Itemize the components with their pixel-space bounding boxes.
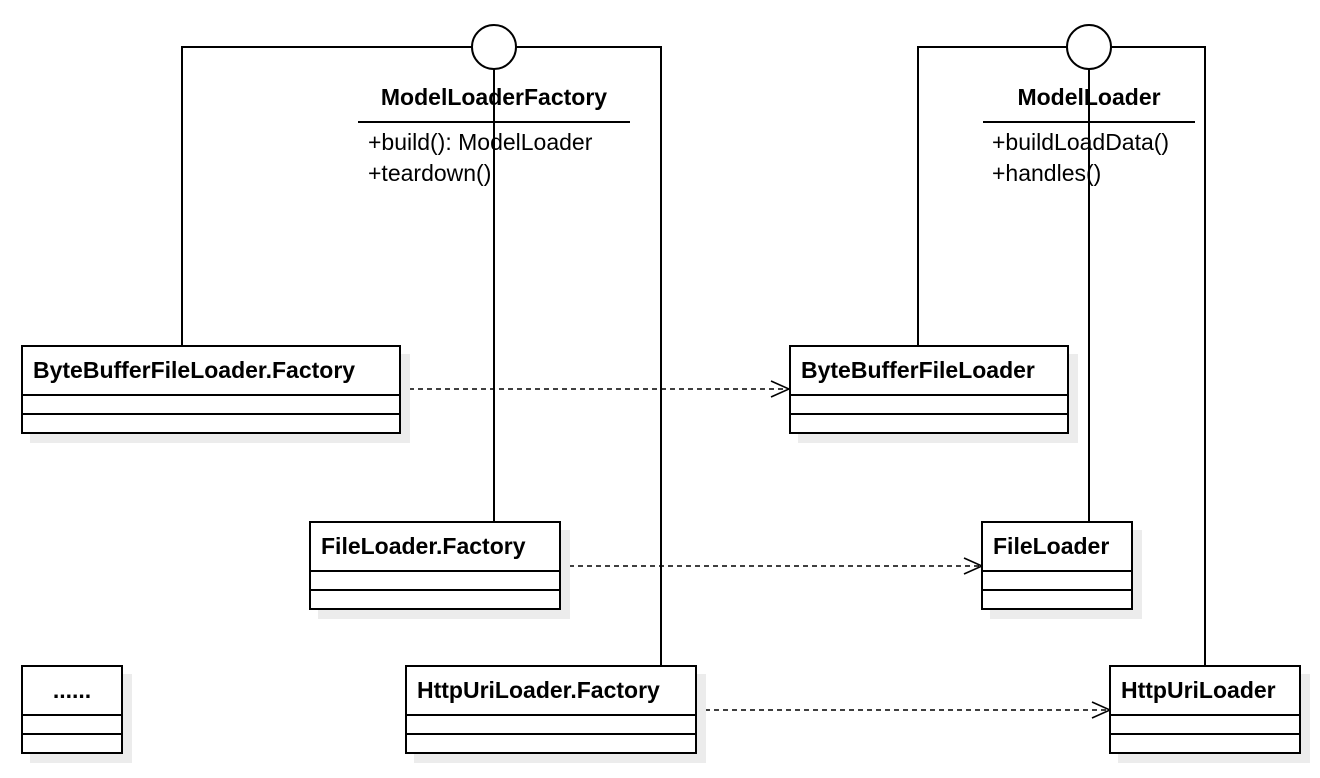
class-name: FileLoader.Factory <box>311 523 559 572</box>
attributes-compartment <box>23 716 121 735</box>
operations-compartment <box>407 735 695 751</box>
class-name: ...... <box>23 667 121 716</box>
modelloader-separator <box>983 121 1195 123</box>
class-name: FileLoader <box>983 523 1131 572</box>
modelloader-interface-name: ModelLoader <box>1017 84 1161 110</box>
attributes-compartment <box>1111 716 1299 735</box>
modelloader-op-handles: +handles() <box>992 160 1102 186</box>
operations-compartment <box>983 591 1131 607</box>
modelloader-lollipop-icon <box>1066 24 1112 70</box>
operations-compartment <box>311 591 559 607</box>
attributes-compartment <box>407 716 695 735</box>
realization-httpuri-factory <box>516 46 662 666</box>
modelloaderfactory-op-teardown: +teardown() <box>368 160 492 186</box>
class-httpuri-factory[interactable]: HttpUriLoader.Factory <box>405 665 697 754</box>
realization-bytebuffer-loader <box>917 46 1067 346</box>
modelloaderfactory-op-build: +build(): ModelLoader <box>368 129 593 155</box>
modelloaderfactory-interface-name: ModelLoaderFactory <box>380 84 608 110</box>
attributes-compartment <box>791 396 1067 415</box>
operations-compartment <box>23 415 399 431</box>
class-name: ByteBufferFileLoader.Factory <box>23 347 399 396</box>
class-bytebuffer-factory[interactable]: ByteBufferFileLoader.Factory <box>21 345 401 434</box>
class-name: ByteBufferFileLoader <box>791 347 1067 396</box>
class-name: HttpUriLoader.Factory <box>407 667 695 716</box>
class-file-loader[interactable]: FileLoader <box>981 521 1133 610</box>
operations-compartment <box>791 415 1067 431</box>
attributes-compartment <box>23 396 399 415</box>
class-httpuri-loader[interactable]: HttpUriLoader <box>1109 665 1301 754</box>
operations-compartment <box>23 735 121 751</box>
class-ellipsis[interactable]: ...... <box>21 665 123 754</box>
operations-compartment <box>1111 735 1299 751</box>
modelloader-op-buildloaddata: +buildLoadData() <box>992 129 1170 155</box>
class-bytebuffer-loader[interactable]: ByteBufferFileLoader <box>789 345 1069 434</box>
attributes-compartment <box>311 572 559 591</box>
realization-httpuri-loader <box>1111 46 1206 666</box>
modelloaderfactory-separator <box>358 121 630 123</box>
realization-bytebuffer-factory <box>181 46 472 346</box>
class-file-factory[interactable]: FileLoader.Factory <box>309 521 561 610</box>
attributes-compartment <box>983 572 1131 591</box>
class-name: HttpUriLoader <box>1111 667 1299 716</box>
modelloaderfactory-lollipop-icon <box>471 24 517 70</box>
